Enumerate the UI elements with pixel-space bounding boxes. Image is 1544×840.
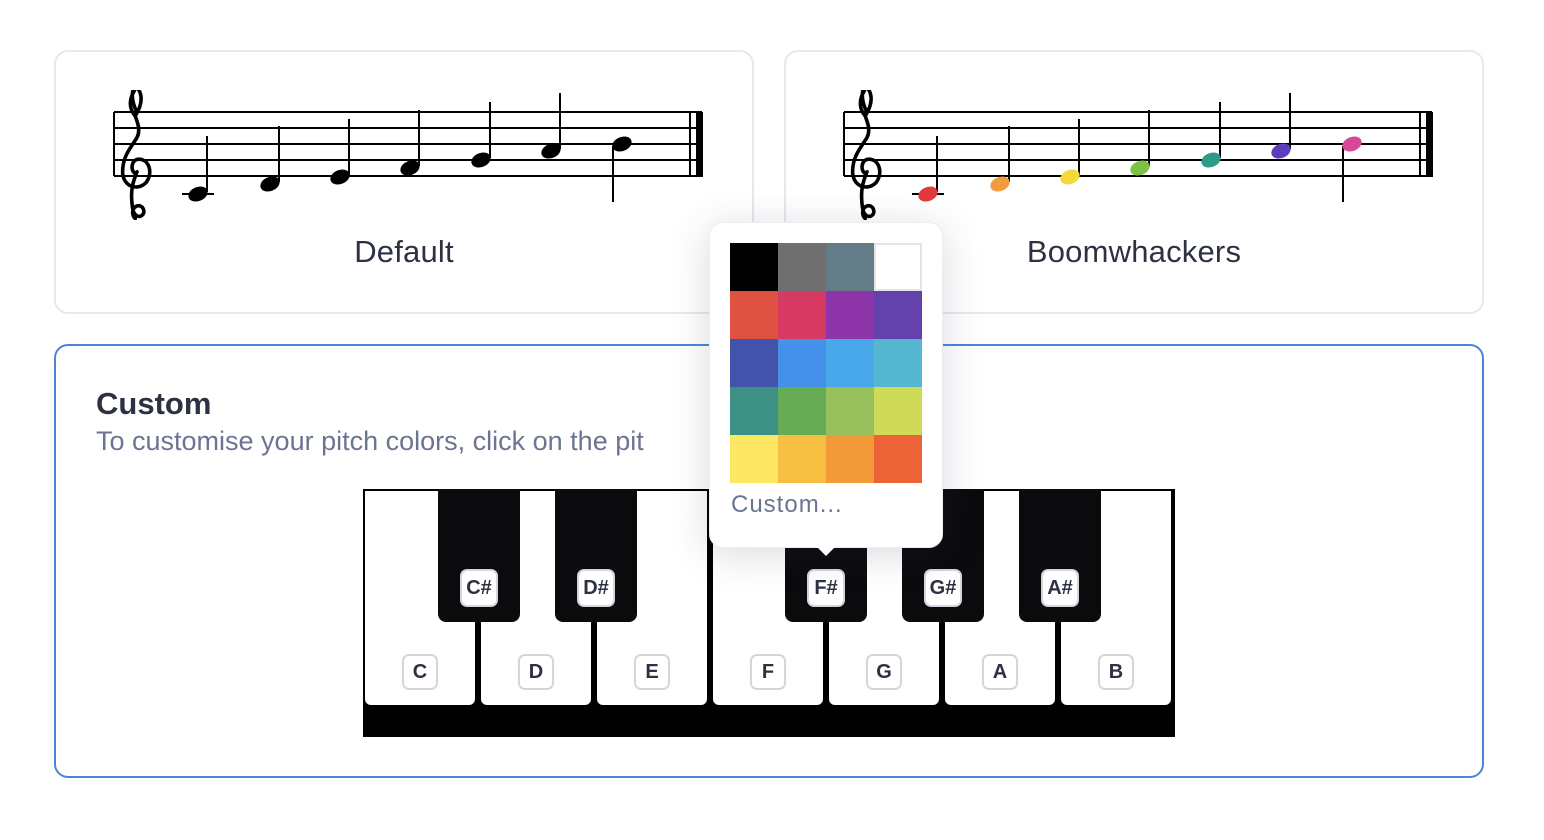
key-label-a: A bbox=[982, 654, 1018, 690]
color-swatch[interactable] bbox=[826, 435, 874, 483]
note-head bbox=[260, 176, 280, 192]
piano-key-a-sharp[interactable]: A# bbox=[1019, 489, 1101, 622]
note-head bbox=[918, 186, 938, 202]
color-swatch[interactable] bbox=[730, 291, 778, 339]
color-swatch[interactable] bbox=[874, 243, 922, 291]
key-label-c: C bbox=[402, 654, 438, 690]
key-label-c-sharp: C# bbox=[460, 569, 498, 607]
note-head bbox=[1060, 169, 1080, 185]
color-swatch[interactable] bbox=[826, 339, 874, 387]
color-swatch[interactable] bbox=[730, 339, 778, 387]
staff-default bbox=[113, 90, 703, 220]
key-label-e: E bbox=[634, 654, 670, 690]
scheme-label-boomwhackers: Boomwhackers bbox=[1026, 234, 1242, 269]
color-swatch[interactable] bbox=[874, 387, 922, 435]
key-label-d: D bbox=[518, 654, 554, 690]
custom-color-button[interactable]: Custom... bbox=[731, 491, 843, 518]
thick-final-barline bbox=[1426, 112, 1433, 177]
color-swatch-grid bbox=[730, 243, 924, 485]
color-picker-popover: Custom... bbox=[709, 222, 943, 548]
thick-final-barline bbox=[696, 112, 703, 177]
key-label-g: G bbox=[866, 654, 902, 690]
key-label-b: B bbox=[1098, 654, 1134, 690]
color-swatch[interactable] bbox=[730, 387, 778, 435]
scheme-label-default: Default bbox=[354, 234, 454, 269]
color-swatch[interactable] bbox=[778, 435, 826, 483]
treble-clef-icon bbox=[120, 90, 152, 220]
key-label-f: F bbox=[750, 654, 786, 690]
color-swatch[interactable] bbox=[778, 291, 826, 339]
custom-title: Custom bbox=[96, 386, 212, 421]
note-head bbox=[330, 169, 350, 185]
color-swatch[interactable] bbox=[826, 243, 874, 291]
note-head bbox=[1130, 160, 1150, 176]
key-label-a-sharp: A# bbox=[1041, 569, 1079, 607]
note-head bbox=[1201, 152, 1221, 168]
color-swatch[interactable] bbox=[778, 339, 826, 387]
note-head bbox=[1342, 136, 1362, 152]
color-swatch[interactable] bbox=[874, 435, 922, 483]
custom-description: To customise your pitch colors, click on… bbox=[96, 426, 644, 456]
note-head bbox=[541, 143, 561, 159]
color-swatch[interactable] bbox=[826, 387, 874, 435]
note-head bbox=[990, 176, 1010, 192]
treble-clef-icon bbox=[850, 90, 882, 220]
color-swatch[interactable] bbox=[826, 291, 874, 339]
key-label-f-sharp: F# bbox=[807, 569, 845, 607]
piano-key-d-sharp[interactable]: D# bbox=[555, 489, 637, 622]
color-swatch[interactable] bbox=[778, 243, 826, 291]
color-swatch[interactable] bbox=[874, 291, 922, 339]
piano-key-c-sharp[interactable]: C# bbox=[438, 489, 520, 622]
popover-arrow bbox=[816, 546, 836, 556]
piano-keyboard: C D E F G A B C# D# F# G# A# bbox=[363, 489, 1175, 737]
note-head bbox=[612, 136, 632, 152]
key-label-g-sharp: G# bbox=[924, 569, 962, 607]
staff-boomwhackers bbox=[843, 90, 1433, 220]
key-label-d-sharp: D# bbox=[577, 569, 615, 607]
note-head bbox=[1271, 143, 1291, 159]
scheme-card-default[interactable]: Default bbox=[54, 50, 754, 314]
color-swatch[interactable] bbox=[730, 243, 778, 291]
color-swatch[interactable] bbox=[778, 387, 826, 435]
color-swatch[interactable] bbox=[730, 435, 778, 483]
note-head bbox=[400, 160, 420, 176]
note-head bbox=[471, 152, 491, 168]
note-head bbox=[188, 186, 208, 202]
color-swatch[interactable] bbox=[874, 339, 922, 387]
